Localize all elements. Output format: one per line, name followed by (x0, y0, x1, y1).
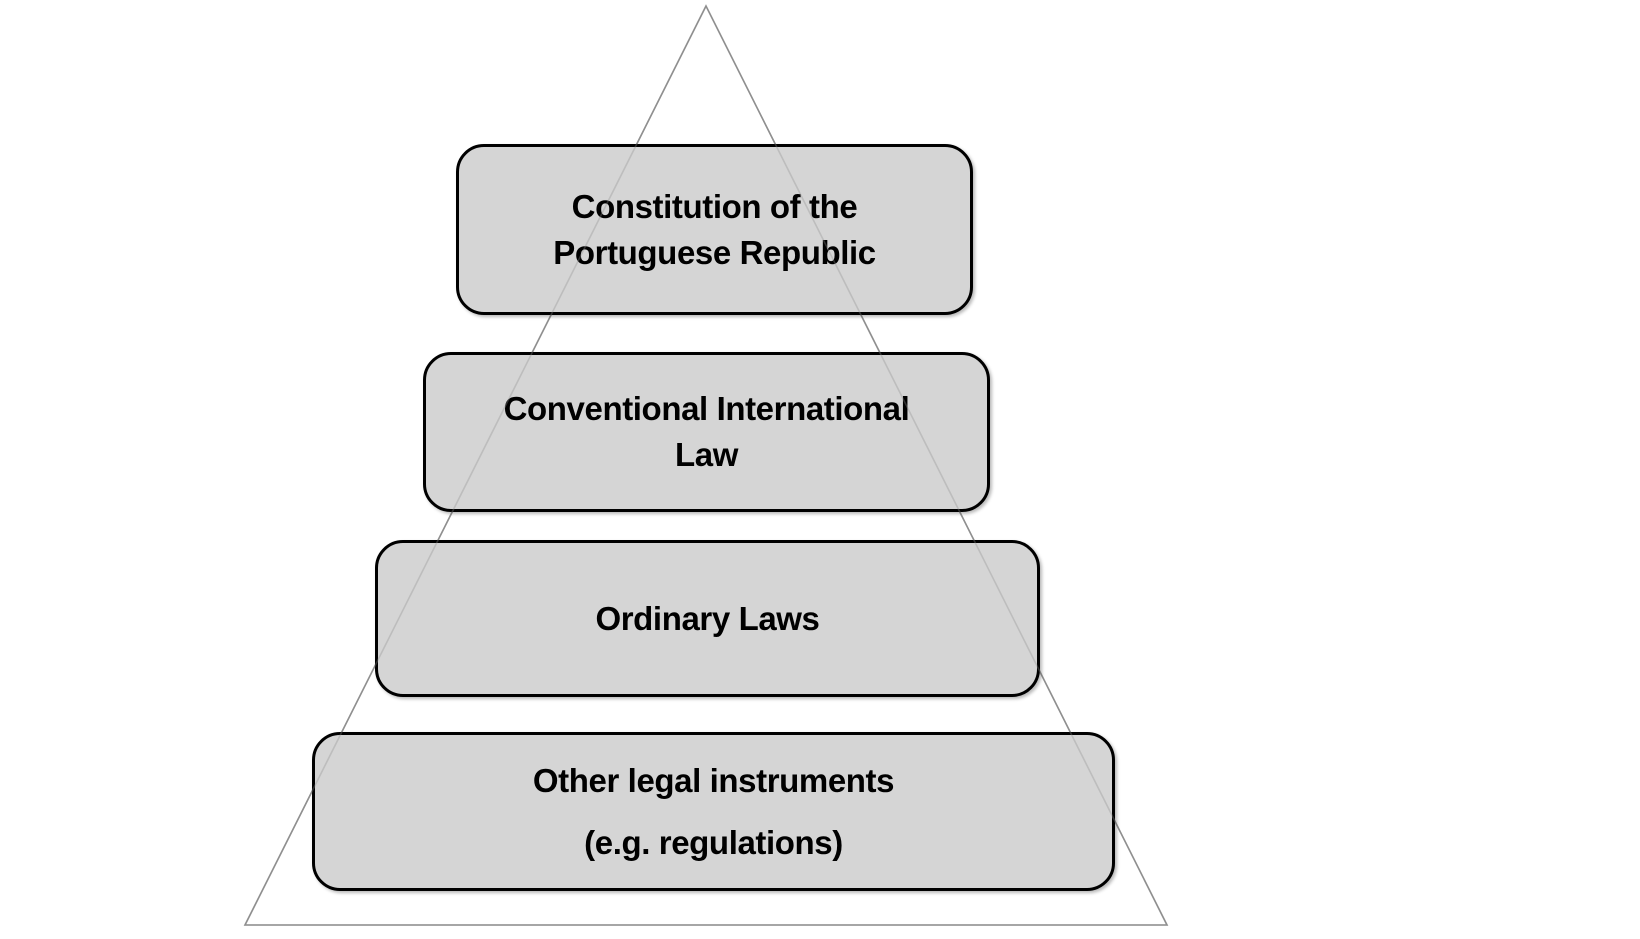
level-label: Constitution of the Portuguese Republic (553, 187, 876, 271)
pyramid-level-ordinary-laws: Ordinary Laws (375, 540, 1040, 697)
pyramid-level-international-law: Conventional International Law (423, 352, 990, 512)
level-label: Conventional International Law (503, 390, 910, 473)
level-label: Other legal instruments (532, 761, 895, 799)
pyramid-level-constitution: Constitution of the Portuguese Republic (456, 144, 973, 315)
level-sublabel: (e.g. regulations) (584, 823, 843, 861)
pyramid-level-other-instruments: Other legal instruments (e.g. regulation… (312, 732, 1115, 891)
level-label: Ordinary Laws (595, 599, 820, 637)
